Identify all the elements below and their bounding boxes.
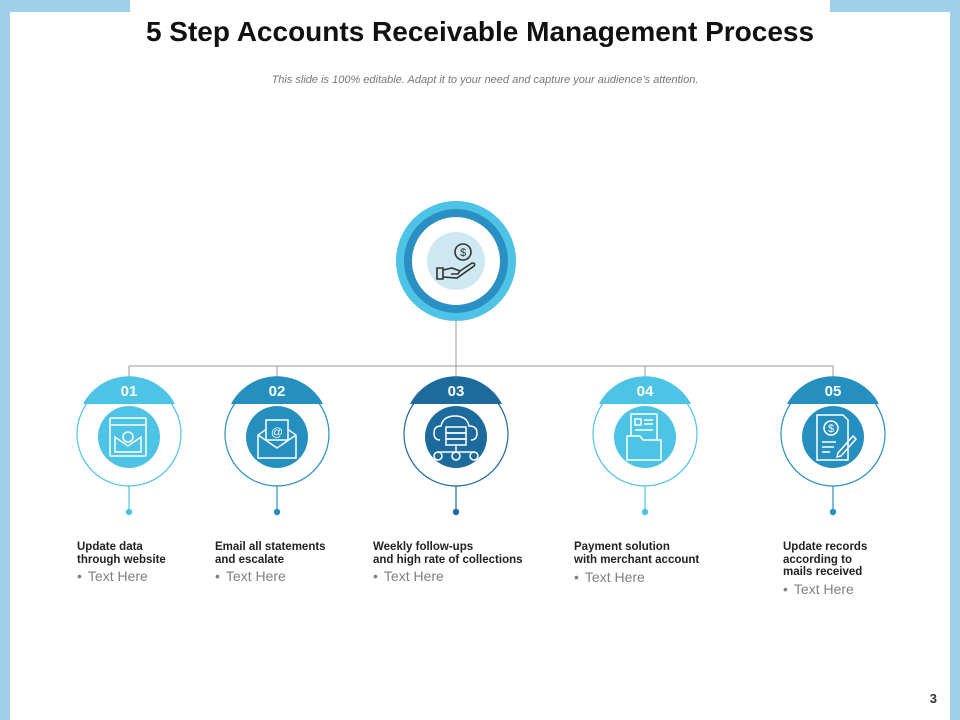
step-title-01: Update data through website [77, 541, 166, 566]
folder-document-icon [626, 413, 662, 461]
step-node-05: $ [780, 376, 886, 516]
step-title-05-line1: Update records [783, 541, 868, 553]
step-bullet-03-text: Text Here [383, 568, 444, 584]
email-envelope-icon: @ [257, 419, 297, 459]
step-title-03-line2: and high rate of collections [373, 553, 523, 566]
step-title-02-line1: Email all statements [215, 541, 326, 553]
cloud-server-network-icon [433, 415, 479, 461]
step-number-02: 02 [268, 383, 286, 400]
step-title-05-line3: mails received [783, 566, 863, 578]
step-title-04-line1: Payment solution [574, 541, 670, 553]
step-bullet-05-text: Text Here [793, 581, 854, 597]
step-title-03-line1: Weekly follow-ups [373, 541, 474, 553]
step-bullet-02-text: Text Here [225, 568, 286, 584]
step-title-04-line2: with merchant account [574, 553, 700, 566]
step-title-01-line2: through website [77, 553, 166, 566]
step-bullet-04: •Text Here [574, 569, 645, 585]
step-bullet-04-text: Text Here [584, 569, 645, 585]
frame-top-right-bar [830, 0, 960, 12]
step-title-01-line1: Update data [77, 541, 143, 553]
step-title-02-line2: and escalate [215, 553, 285, 566]
web-email-invoice-icon [109, 417, 147, 457]
step-bullet-02: •Text Here [215, 568, 286, 584]
slide-subtitle: This slide is 100% editable. Adapt it to… [271, 74, 699, 86]
slide-title: 5 Step Accounts Receivable Management Pr… [145, 16, 815, 47]
step-bullet-05: •Text Here [783, 581, 854, 597]
step-bullet-01: •Text Here [77, 568, 148, 584]
svg-text:@: @ [271, 425, 283, 439]
frame-right-border [950, 0, 960, 720]
page-number: 3 [929, 691, 937, 706]
step-node-01 [76, 376, 182, 516]
step-title-02: Email all statements and escalate [215, 541, 326, 566]
step-title-05: Update records according to mails receiv… [783, 541, 867, 579]
step-number-04: 04 [636, 383, 654, 400]
frame-top-left-bar [0, 0, 130, 12]
step-node-02: @ [224, 376, 330, 516]
svg-text:$: $ [828, 423, 834, 435]
step-node-03 [403, 376, 509, 516]
step-title-05-line2: according to [783, 553, 853, 566]
hand-holding-dollar-icon: $ [436, 243, 476, 280]
step-bullet-01-text: Text Here [87, 568, 148, 584]
step-title-03: Weekly follow-ups and high rate of colle… [373, 541, 523, 566]
step-node-04 [592, 376, 698, 516]
step-title-04: Payment solution with merchant account [574, 541, 699, 566]
svg-text:$: $ [460, 247, 466, 259]
frame-left-border [0, 0, 10, 720]
step-number-05: 05 [824, 383, 842, 400]
step-number-01: 01 [120, 383, 138, 400]
step-bullet-03: •Text Here [373, 568, 444, 584]
invoice-dollar-pen-icon: $ [816, 414, 858, 461]
center-node: $ [396, 201, 516, 321]
step-number-03: 03 [447, 383, 465, 400]
